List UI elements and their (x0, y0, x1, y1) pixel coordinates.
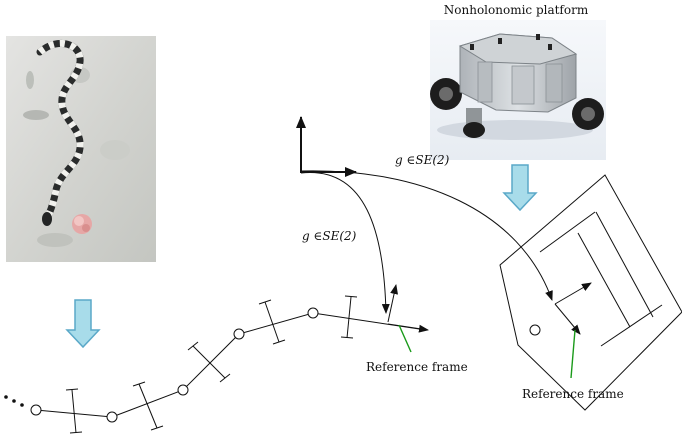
reference-frame-label-snake: Reference frame (366, 360, 468, 374)
down-arrow-snake (65, 299, 101, 349)
wheel-axle (65, 388, 83, 434)
wheel-axle (340, 295, 358, 339)
robot-platform-photo (430, 20, 606, 160)
se2-label-left: g ∈SE(2) (302, 229, 357, 243)
reference-pointer-robot (570, 329, 576, 379)
platform-title: Nonholonomic platform (444, 3, 589, 17)
wheel-axle (187, 341, 231, 383)
se2-label-right: g ∈SE(2) (395, 153, 450, 167)
platform-schematic (499, 174, 682, 411)
wheel-axle (258, 299, 286, 345)
snake-photo (6, 36, 156, 262)
reference-frame-label-robot: Reference frame (522, 387, 624, 401)
down-arrow-robot (502, 164, 538, 212)
wheel-axle (132, 381, 164, 431)
snake-chain (4, 284, 429, 434)
reference-pointer-snake (398, 324, 412, 353)
group-action-arrows (300, 170, 553, 314)
inertial-frame-axes (296, 116, 357, 177)
